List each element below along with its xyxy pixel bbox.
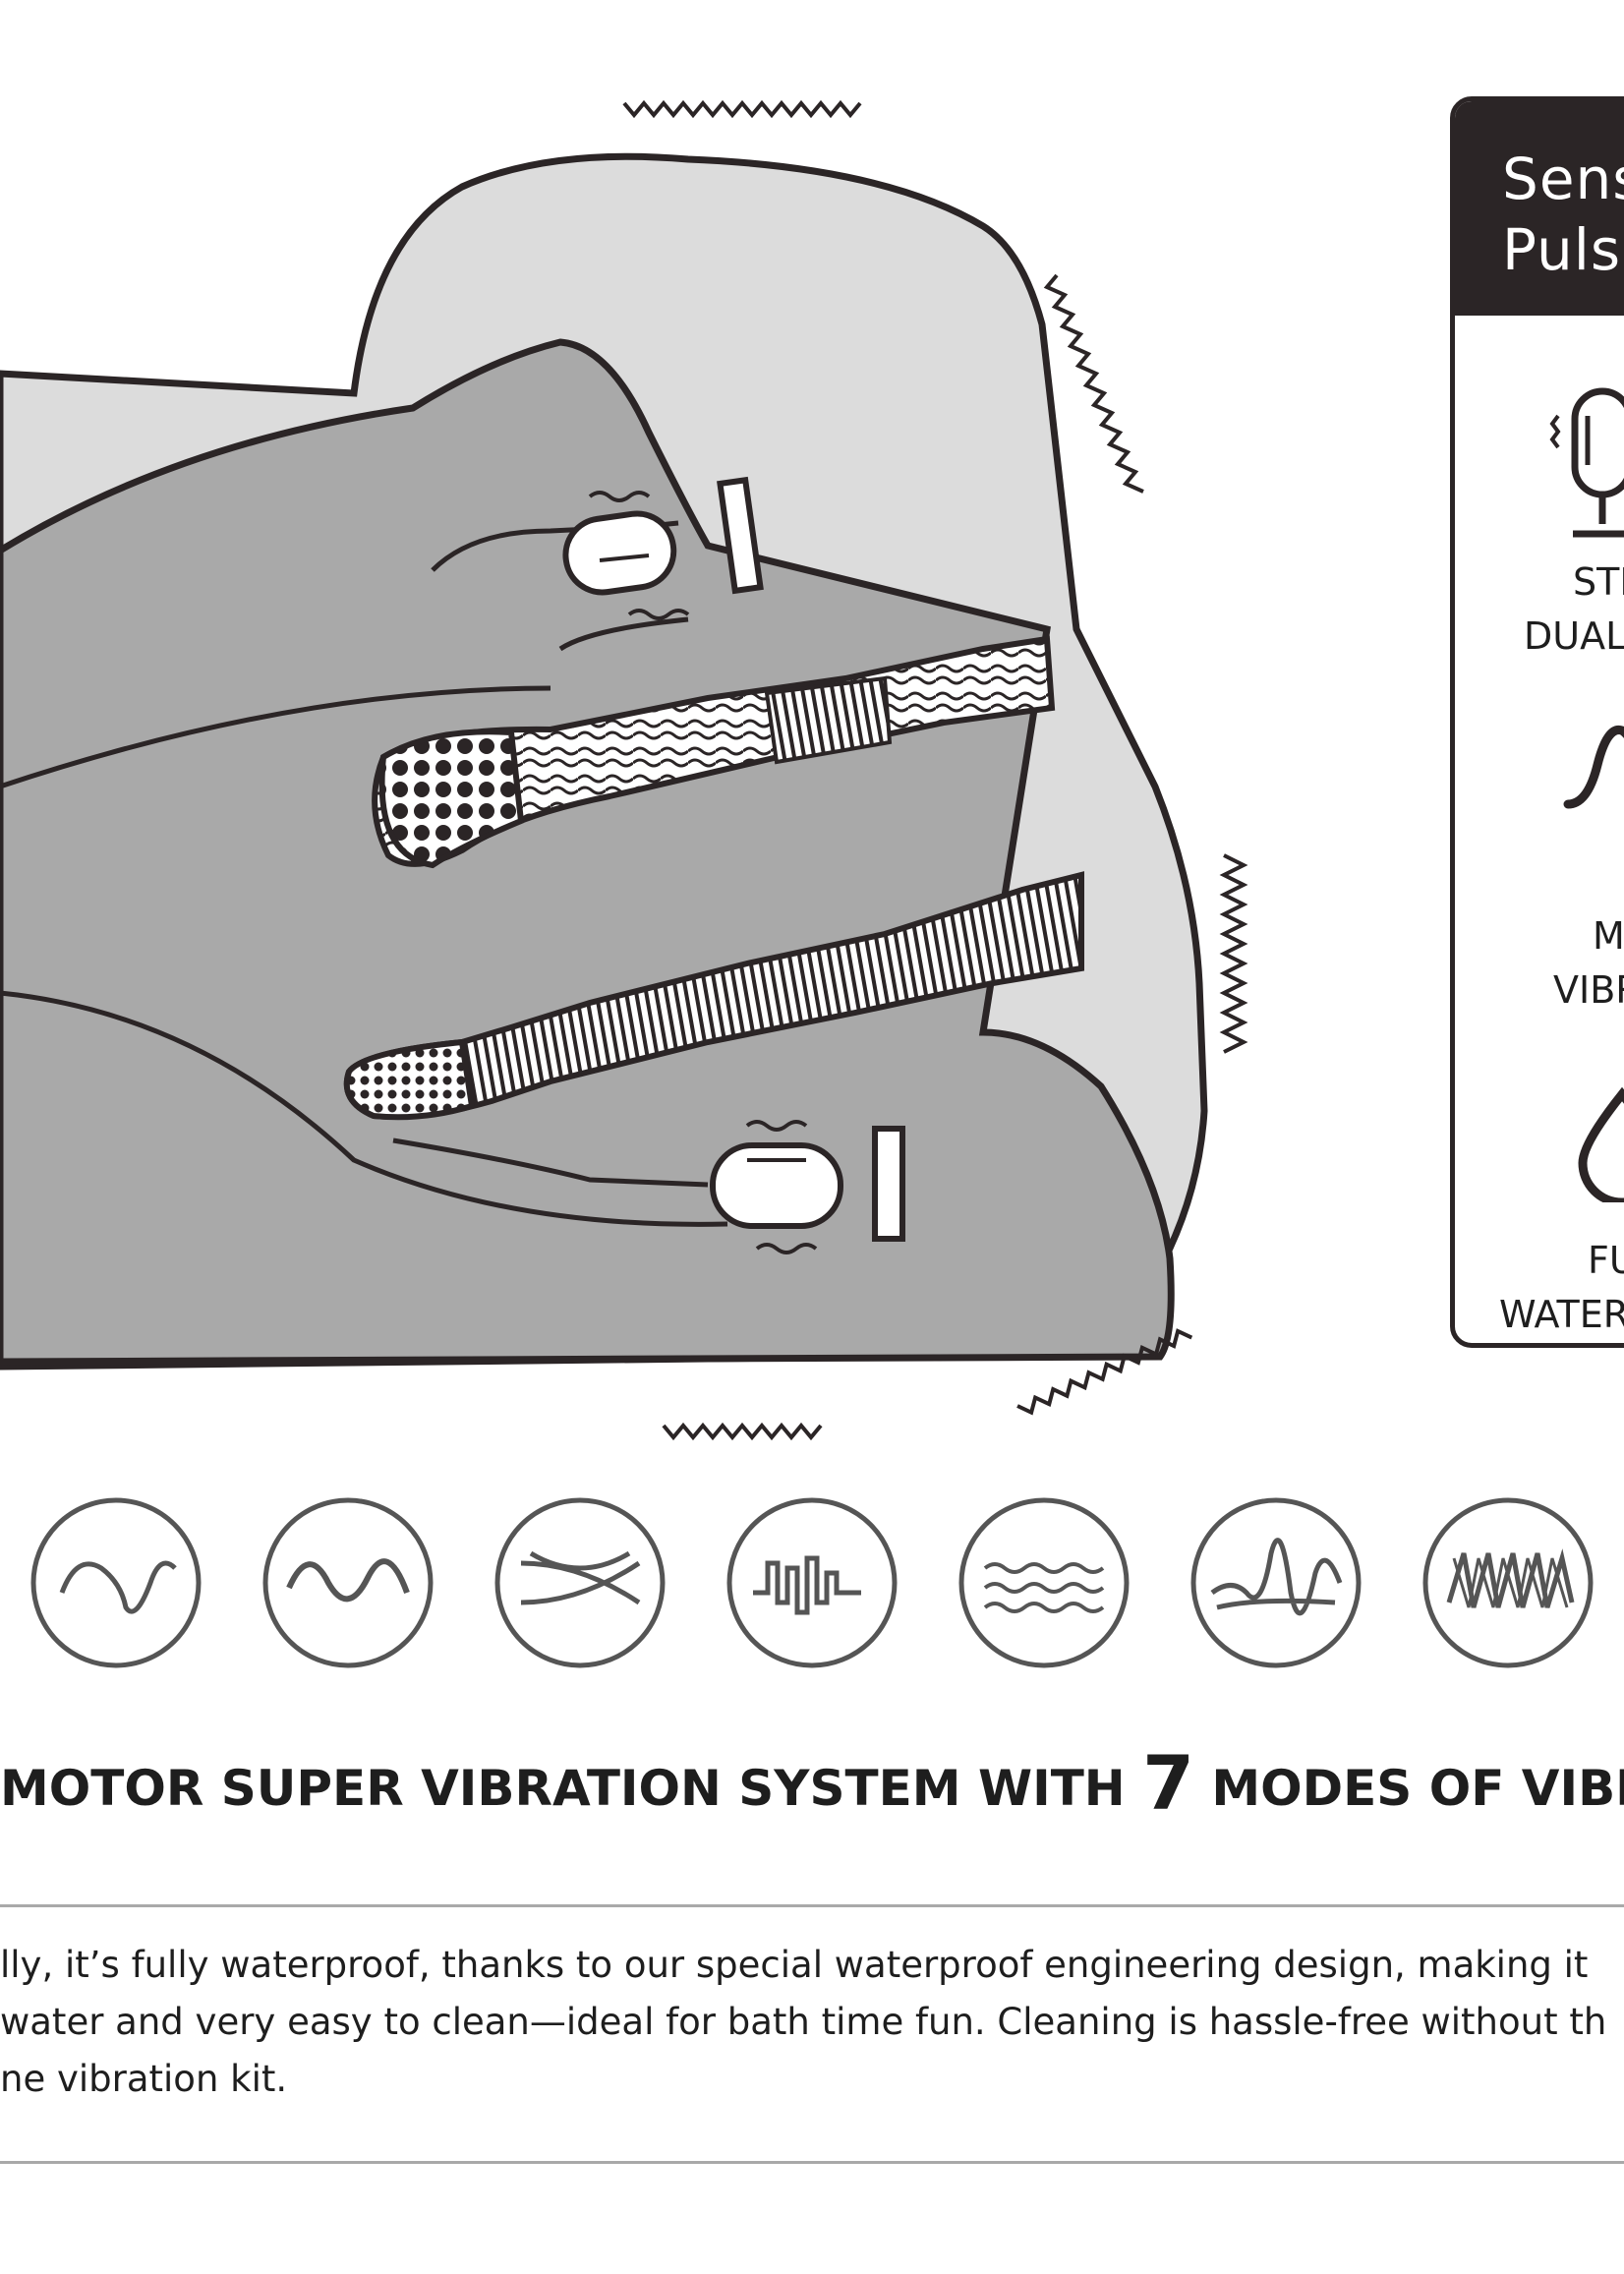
mode-7-zigzag-icon [1422, 1497, 1594, 1668]
divider-top [0, 1904, 1624, 1907]
description-line-1: lly, it’s fully waterproof, thanks to ou… [0, 1944, 1589, 1986]
water-drop-icon [1578, 1086, 1624, 1202]
upper-textured-canal [372, 635, 1056, 869]
mode-4-pulse-icon [726, 1497, 898, 1668]
feature-1-label-line-2: DUAL [1524, 614, 1624, 658]
wave-icon [1563, 726, 1624, 809]
headline: MOTOR SUPER VIBRATION SYSTEM WITH 7 MODE… [0, 1746, 1624, 1821]
feature-1-label-line-1: STI [1573, 560, 1624, 604]
vibration-squiggles [622, 99, 1248, 1441]
feature-3-label-line-2: WATER [1499, 1293, 1624, 1336]
divider-bottom [0, 2161, 1624, 2164]
upper-bullet-vibrator [431, 476, 764, 620]
mode-2-wave-icon [262, 1497, 434, 1668]
headline-number: 7 [1142, 1739, 1194, 1827]
feature-panel: Sens Puls STI DUAL M VIBR FU WATER [1450, 96, 1624, 1348]
bullet-vibrator-icon [1549, 387, 1624, 538]
headline-before: MOTOR SUPER VIBRATION SYSTEM WITH [0, 1760, 1143, 1817]
feature-panel-header: Sens Puls [1455, 101, 1624, 316]
mode-6-escalating-wave-icon [1190, 1497, 1362, 1668]
description-line-2: water and very easy to clean—ideal for b… [0, 2001, 1607, 2043]
feature-panel-title-line-1: Sens [1502, 146, 1624, 212]
feature-3-label-line-1: FU [1588, 1239, 1624, 1282]
mode-1-wave-icon [30, 1497, 202, 1668]
lower-bullet-vibrator [392, 1120, 905, 1254]
product-cross-section-illustration [0, 99, 1248, 1441]
feature-panel-title-line-2: Puls [1502, 216, 1622, 283]
feature-2-label-line-1: M [1593, 914, 1624, 958]
description-line-3: ne vibration kit. [0, 2058, 288, 2100]
lower-textured-canal [343, 871, 1084, 1121]
mode-3-crossing-wave-icon [494, 1497, 666, 1668]
mode-5-ripple-icon [958, 1497, 1130, 1668]
feature-2-label-line-2: VIBR [1553, 968, 1624, 1012]
headline-after: MODES OF VIBRA [1211, 1760, 1624, 1817]
